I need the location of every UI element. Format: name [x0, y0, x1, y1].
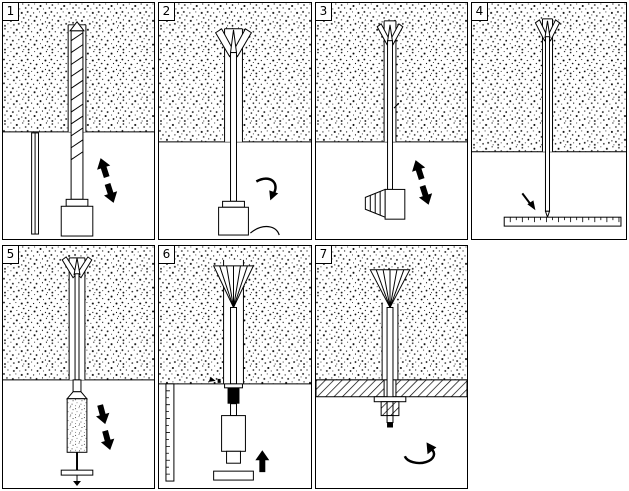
washer [224, 383, 243, 389]
depth-check-illustration [472, 3, 626, 227]
anchor-petal-head [214, 28, 253, 58]
blow-out-pump [364, 188, 386, 218]
step-number: 1 [3, 3, 19, 21]
drill-bit [69, 21, 85, 200]
anchor-insertion-illustration [159, 3, 311, 236]
push-twist-arrow-icon [255, 177, 279, 201]
step-number: 2 [159, 3, 175, 21]
ruler [503, 216, 622, 227]
depth-gauge [31, 132, 40, 235]
debris-marks [208, 376, 221, 383]
resin-injection-illustration [3, 246, 154, 487]
anchor-rod [387, 40, 393, 190]
anchor-rod [544, 36, 551, 212]
anchor-rod [74, 273, 80, 381]
drive-nut [227, 387, 240, 404]
step-panel-2: 2 [158, 2, 312, 240]
final-fastening-illustration [316, 246, 467, 465]
hammer-drilling-illustration [3, 3, 154, 237]
injection-cartridge [60, 379, 94, 487]
blow-pump-illustration [316, 3, 467, 220]
depth-tape [165, 383, 175, 482]
anchor-rod [386, 306, 394, 404]
inject-arrows-icon [96, 404, 115, 450]
tool-body [384, 188, 406, 220]
anchor-setting-illustration [159, 246, 311, 482]
setting-machine [213, 415, 254, 481]
drill-chuck [60, 198, 94, 237]
step-panel-6: 6 [158, 245, 312, 489]
step-panel-3: 3 [315, 2, 468, 240]
rod-end [386, 415, 394, 424]
step-number: 4 [472, 3, 488, 21]
measure-arrow-icon [521, 192, 536, 211]
step-panel-7: 7 [315, 245, 468, 489]
step-number: 7 [316, 246, 332, 264]
hex-nut [380, 401, 400, 417]
anchor-rod [230, 306, 237, 385]
depth-mark [393, 102, 400, 109]
rod-stub [230, 403, 237, 417]
step-number: 5 [3, 246, 19, 264]
rod-tip [544, 210, 551, 219]
step-panel-4: 4 [471, 2, 627, 240]
anchor-petal-head [534, 19, 561, 42]
expanded-anchor-cone [212, 265, 255, 309]
setting-tool [218, 200, 249, 236]
step-panel-5: 5 [2, 245, 155, 489]
step-number: 6 [159, 246, 175, 264]
push-up-arrow-icon [255, 450, 270, 473]
hammer-action-arrows-icon [97, 158, 118, 203]
pump-action-arrows-icon [412, 160, 433, 205]
tool-cord [250, 226, 280, 236]
anchor-rod [230, 52, 237, 202]
rod-end-tip [387, 422, 393, 428]
step-panel-1: 1 [2, 2, 155, 240]
torque-arrow-icon [403, 442, 437, 465]
expanded-anchor-cone [369, 269, 411, 309]
washer [373, 396, 407, 403]
step-number: 3 [316, 3, 332, 21]
